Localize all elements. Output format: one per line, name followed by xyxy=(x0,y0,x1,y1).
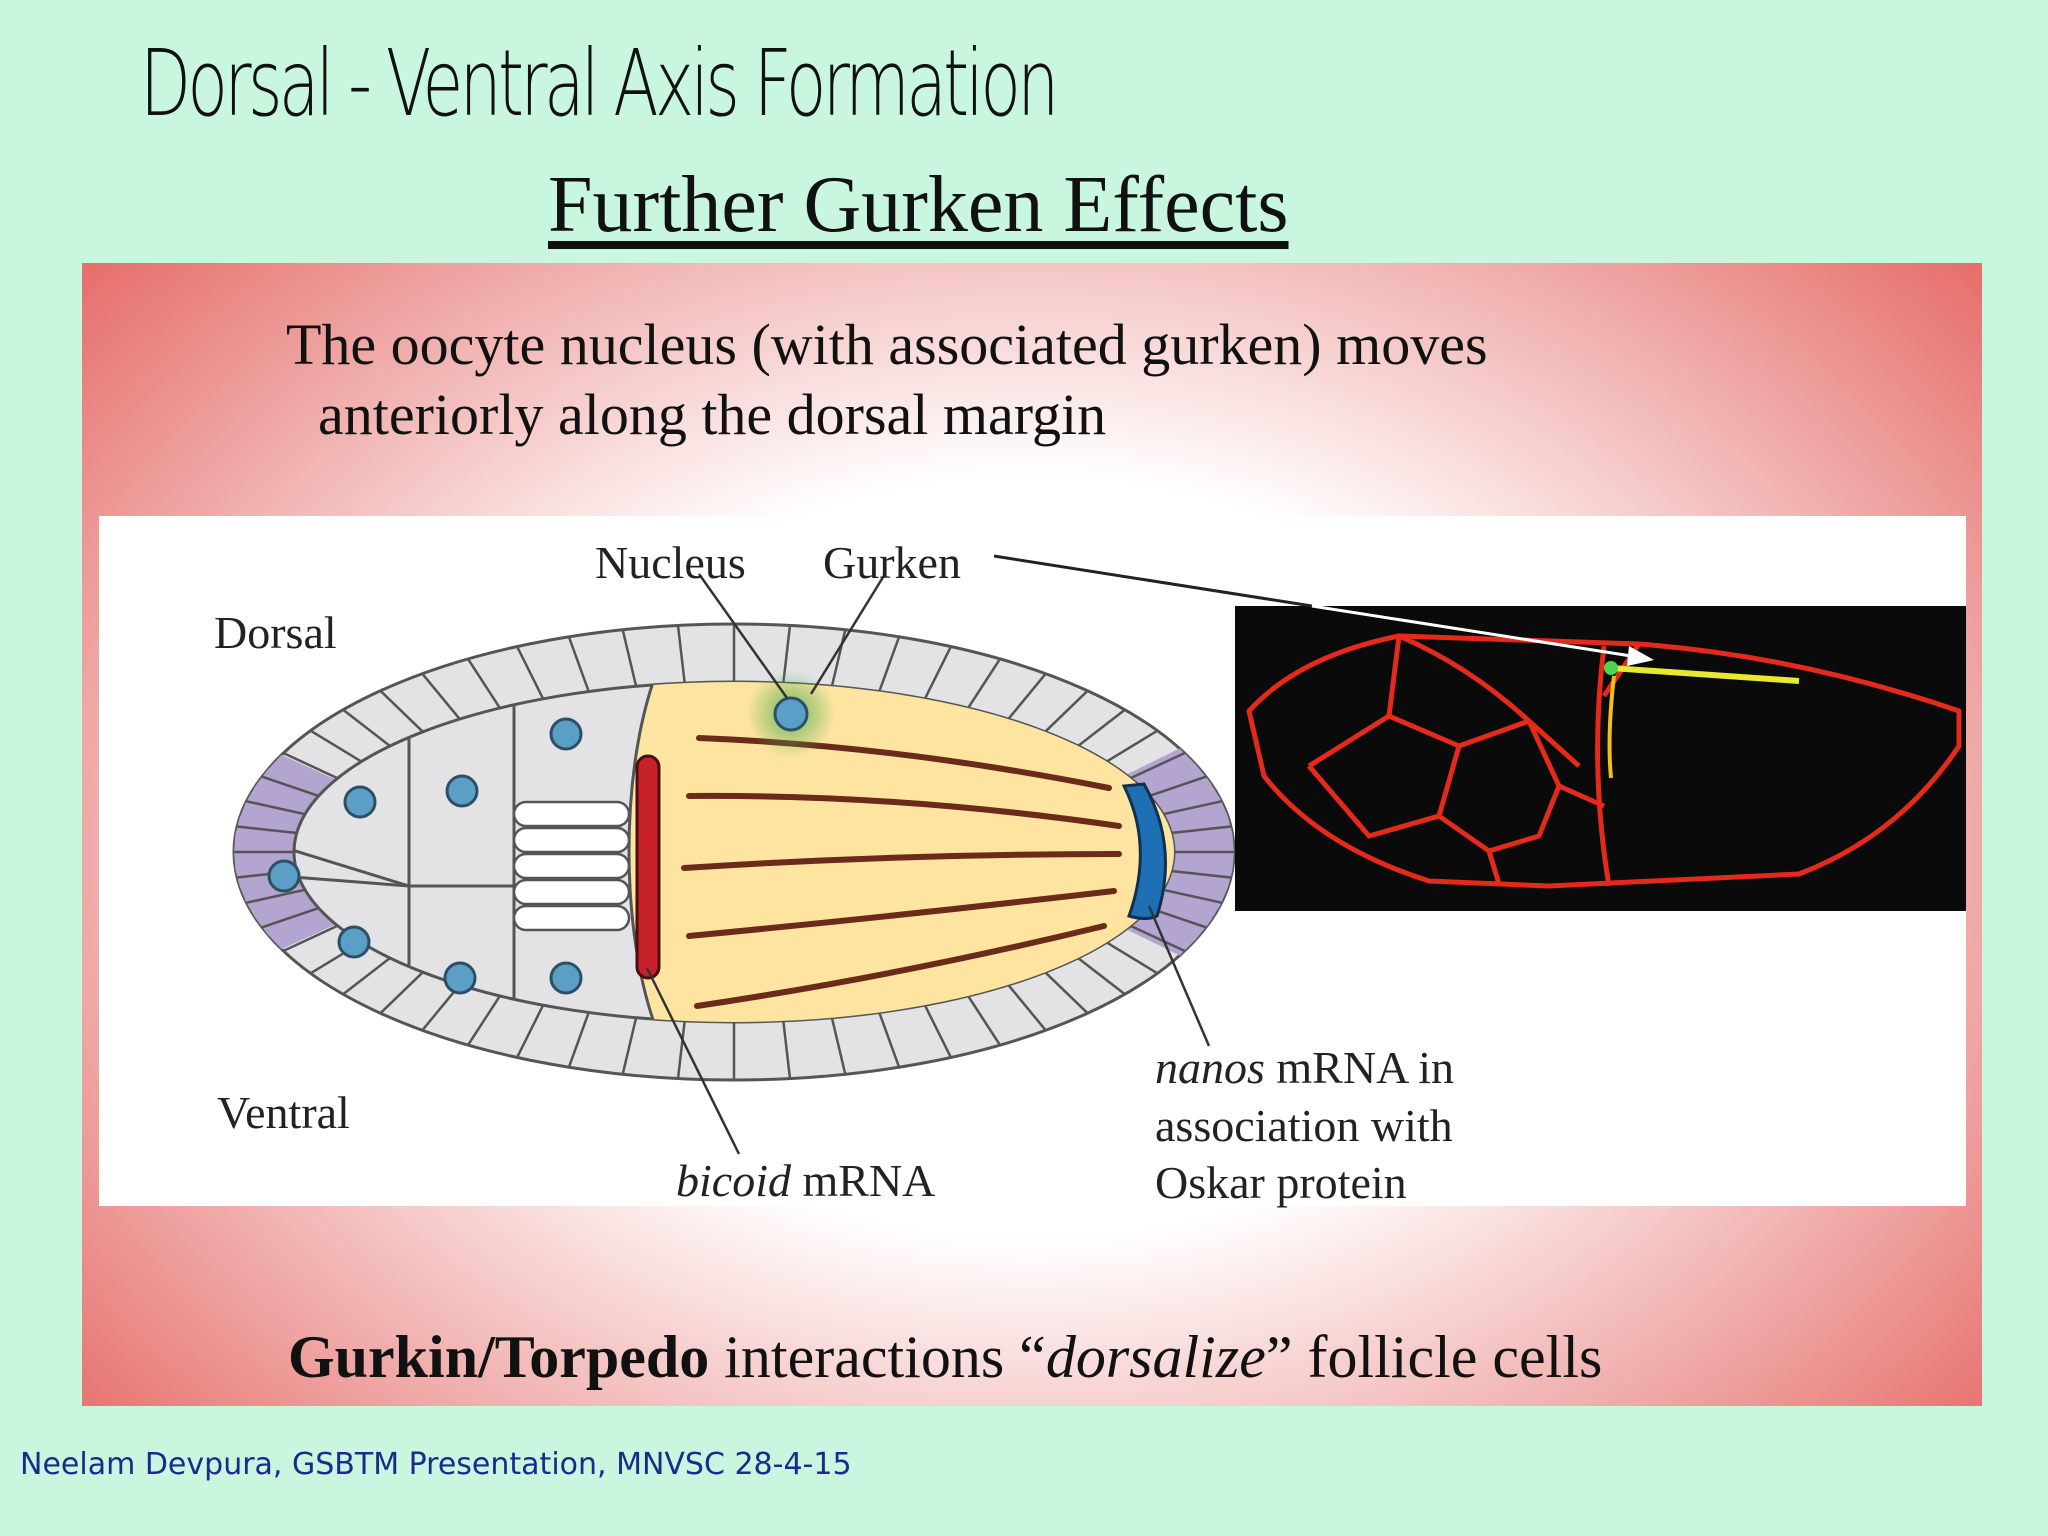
follicle-cell-boundary xyxy=(923,1004,953,1058)
nanos-rest: mRNA in xyxy=(1264,1042,1455,1093)
conclusion-text: Gurkin/Torpedo interactions “dorsalize” … xyxy=(288,1323,1602,1392)
follicle-cell-boundary xyxy=(1171,869,1232,879)
nurse-cells xyxy=(294,682,516,1022)
follicle-cell-boundary xyxy=(246,888,306,904)
follicle-cell-boundary xyxy=(236,825,297,835)
follicle-cell-boundary xyxy=(878,636,901,692)
oocyte-nucleus xyxy=(773,696,809,732)
follicle-cell-boundary xyxy=(923,646,953,700)
follicle-cell-boundary xyxy=(782,1020,792,1079)
follicle-cell-boundary xyxy=(379,971,424,1015)
bicoid-mrna xyxy=(635,754,661,980)
follicle-cell-boundary xyxy=(1171,825,1232,835)
gurken-stain xyxy=(1610,665,1800,684)
oocyte xyxy=(627,682,1174,1022)
label-nanos-line3: Oskar protein xyxy=(1155,1157,1407,1208)
follicle-cell-boundary xyxy=(621,629,638,687)
follicle-cell-boundary xyxy=(466,658,501,709)
label-bicoid-mrna: bicoid mRNA xyxy=(676,1154,935,1207)
follicle-cell-boundary xyxy=(1129,924,1186,953)
follicle-cell-boundary xyxy=(342,957,391,996)
fluorescence-micrograph xyxy=(1235,606,1966,911)
label-ventral: Ventral xyxy=(217,1087,350,1138)
follicle-cell-boundary xyxy=(1148,775,1207,798)
follicle-cell-boundary xyxy=(830,1017,847,1075)
footer-credit: Neelam Devpura, GSBTM Presentation, MNVS… xyxy=(20,1447,852,1482)
follicle-cell-boundary xyxy=(1162,800,1222,816)
conclusion-mid: interactions “ xyxy=(709,1324,1046,1390)
follicle-cell-boundary xyxy=(1044,971,1089,1015)
follicle-cell-boundary xyxy=(1007,672,1047,720)
microtubules xyxy=(681,735,1122,1009)
follicle-cell-boundary xyxy=(1129,751,1186,780)
content-panel: The oocyte nucleus (with associated gurk… xyxy=(82,263,1982,1406)
nanos-mrna xyxy=(1121,782,1167,920)
intro-line-2: anteriorly along the dorsal margin xyxy=(318,382,1107,447)
follicle-cell-boundary xyxy=(621,1017,638,1075)
ring-canals xyxy=(512,800,631,932)
label-pointers xyxy=(645,573,1211,1155)
follicle-cell-boundary xyxy=(246,800,306,816)
follicle-cell-boundary xyxy=(567,1012,590,1068)
slide-title: Dorsal - Ventral Axis Formation xyxy=(140,30,1059,137)
label-nanos-line2: association with xyxy=(1155,1100,1453,1151)
label-dorsal: Dorsal xyxy=(214,607,337,658)
conclusion-italic: dorsalize xyxy=(1045,1324,1266,1390)
slide-subtitle: Further Gurken Effects xyxy=(548,161,1289,249)
follicle-cell-boundary xyxy=(515,1004,545,1058)
follicle-cell-boundary xyxy=(676,1020,686,1079)
follicle-cell-boundary xyxy=(967,658,1002,709)
follicle-cell-boundary xyxy=(1007,984,1047,1032)
follicle-cell-boundary xyxy=(1105,729,1159,763)
follicle-cell-boundary xyxy=(1044,689,1089,733)
follicle-cell-boundary xyxy=(421,672,461,720)
label-nucleus: Nucleus xyxy=(595,537,746,588)
label-gurken: Gurken xyxy=(823,537,961,588)
intro-line-1: The oocyte nucleus (with associated gurk… xyxy=(286,312,1488,377)
gurken-arrow xyxy=(993,554,1654,666)
follicle-cell-boundary xyxy=(567,636,590,692)
follicle-cell-boundary xyxy=(342,708,391,747)
follicle-cell-boundary xyxy=(282,751,339,780)
bicoid-italic: bicoid xyxy=(676,1155,791,1206)
follicle-cell-boundary xyxy=(466,995,501,1046)
conclusion-bold: Gurkin/Torpedo xyxy=(288,1324,710,1390)
follicle-cell-boundary xyxy=(1162,888,1222,904)
follicle-cell-boundary xyxy=(282,924,339,953)
follicle-cell-boundary xyxy=(261,775,320,798)
nurse-cell-nuclei xyxy=(267,717,583,995)
follicle-cell-boundary xyxy=(676,625,686,684)
follicle-cell-boundary xyxy=(1077,957,1126,996)
follicle-cell-boundary xyxy=(830,629,847,687)
label-nanos-line1: nanos mRNA in xyxy=(1155,1041,1454,1094)
egg-chamber-figure: Dorsal Nucleus Gurken Ventral bicoid mRN… xyxy=(99,516,1966,1208)
conclusion-end: ” follicle cells xyxy=(1265,1324,1603,1390)
follicle-cell-boundary xyxy=(261,906,320,929)
follicle-cell-boundary xyxy=(379,689,424,733)
follicle-cell-boundary xyxy=(309,729,363,763)
bicoid-rest: mRNA xyxy=(790,1155,936,1206)
follicle-cell-boundary xyxy=(1105,941,1159,975)
follicle-cell-boundary xyxy=(878,1012,901,1068)
follicle-cell-boundary xyxy=(1077,708,1126,747)
nanos-italic: nanos xyxy=(1155,1042,1265,1093)
follicle-cell-boundary xyxy=(515,646,545,700)
follicle-cell-boundary xyxy=(967,995,1002,1046)
